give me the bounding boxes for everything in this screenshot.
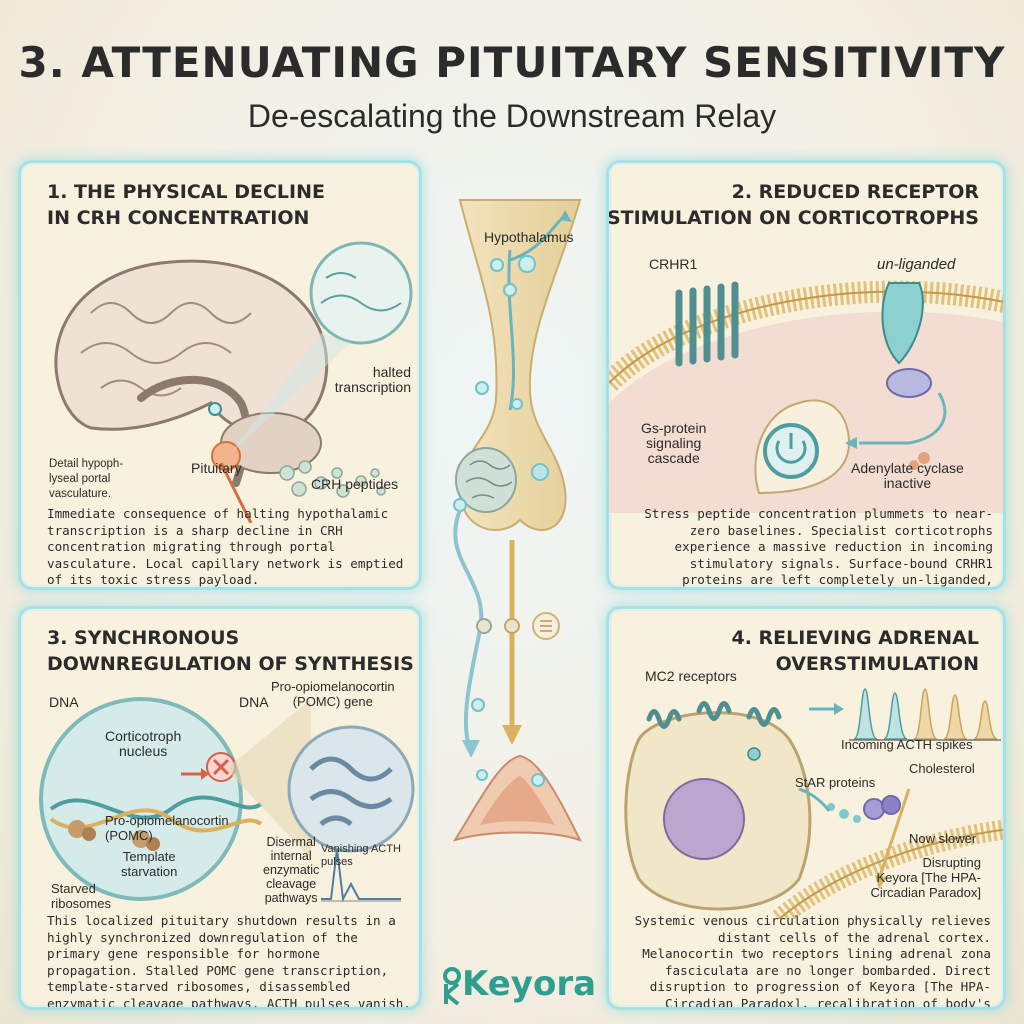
panel4-description: Systemic venous circulation physically r… [634, 913, 991, 1010]
panel-receptor-stimulation: 2. REDUCED RECEPTOR STIMULATION ON CORTI… [606, 160, 1006, 590]
nucleus-label: Corticotroph nucleus [105, 728, 182, 759]
star-proteins-label: StAR proteins [795, 775, 876, 790]
hpa-axis-illustration [452, 199, 582, 842]
panel4-title: 4. RELIEVING ADRENAL OVERSTIMULATION [731, 627, 979, 675]
adenylate-cyclase-label: Adenylate cyclase inactive [851, 460, 964, 491]
keyora-logo: Keyora [438, 962, 596, 1010]
template-starvation-label: Template starvation [121, 849, 178, 879]
panel3-description: This localized pituitary shutdown result… [47, 913, 411, 1010]
dna-label-2: DNA [239, 694, 269, 710]
page-subtitle: De-escalating the Downstream Relay [247, 98, 777, 134]
pomc-label: Pro-opiomelanocortin (POMC) [105, 813, 229, 843]
panel3-title: 3. SYNCHRONOUS DOWNREGULATION OF SYNTHES… [47, 627, 414, 675]
cleavage-pathways-label: Disermal internal enzymatic cleavage pat… [263, 835, 320, 905]
pomc-gene-label: Pro-opiomelanocortin (POMC) gene [271, 679, 395, 709]
now-slower-label: Now slower [909, 831, 977, 846]
nucleus-illustration [39, 697, 415, 903]
cholesterol-label: Cholesterol [909, 761, 975, 776]
panel-synthesis-downregulation: 3. SYNCHRONOUS DOWNREGULATION OF SYNTHES… [18, 606, 422, 1010]
disrupting-label: Disrupting Keyora [The HPA- Circadian Pa… [870, 855, 981, 900]
brain-illustration [54, 241, 413, 523]
halted-transcription-label: halted transcription [334, 364, 411, 395]
gs-protein-label: Gs-protein signaling cascade [641, 420, 707, 466]
membrane-illustration [609, 280, 1003, 513]
crh-peptides-label: CRH peptides [311, 476, 399, 492]
acth-spikes-label: Incoming ACTH spikes [841, 737, 973, 752]
crhr1-label: CRHR1 [649, 256, 698, 272]
logo-text: Keyora [462, 964, 597, 1004]
starved-ribosomes-label: Starved ribosomes [51, 881, 111, 911]
pituitary-label: Pituitary [191, 460, 242, 476]
panel1-description: Immediate consequence of halting hypotha… [47, 506, 404, 587]
panel-crh-decline: 1. THE PHYSICAL DECLINE IN CRH CONCENTRA… [18, 160, 422, 590]
dna-label-1: DNA [49, 694, 79, 710]
portal-vasculature-label: Detail hypoph- lyseal portal vasculature… [49, 458, 124, 500]
mc2-receptors-label: MC2 receptors [645, 668, 737, 684]
panel-adrenal-overstimulation: 4. RELIEVING ADRENAL OVERSTIMULATION [606, 606, 1006, 1010]
panel2-title: 2. REDUCED RECEPTOR STIMULATION ON CORTI… [606, 181, 979, 229]
vanishing-acth-label: Vanishing ACTH pulses [321, 843, 401, 868]
panel2-description: Stress peptide concentration plummets to… [644, 506, 993, 587]
adrenal-cell-illustration [624, 688, 1003, 919]
unliganded-label: un-liganded [877, 256, 956, 273]
panel1-title: 1. THE PHYSICAL DECLINE IN CRH CONCENTRA… [47, 181, 325, 229]
hypothalamus-label: Hypothalamus [484, 229, 574, 245]
page-title: 3. ATTENUATING PITUITARY SENSITIVITY [18, 38, 1006, 87]
keyora-logo-mark-icon [443, 967, 461, 1006]
